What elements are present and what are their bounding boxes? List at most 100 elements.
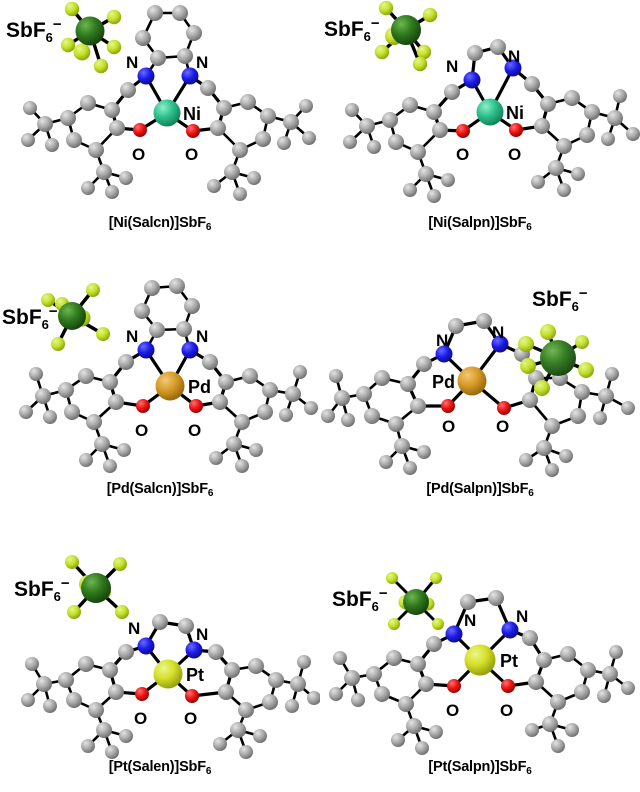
atom-carbon [490, 39, 506, 55]
atom-nitrogen [501, 621, 519, 639]
atom-metal-center [457, 366, 487, 396]
atom-metal-center [153, 99, 181, 127]
panel-ni-salcn: SbF6− [0, 0, 320, 233]
atom-carbon [152, 614, 168, 630]
label-oxygen-left: O [134, 709, 147, 728]
anion-sbf6 [518, 324, 594, 396]
caption-pd-salcn: [Pd(Salcn)]SbF6 [106, 481, 214, 499]
atom-carbon [476, 313, 492, 329]
panel-ni-salpn: SbF6− [320, 0, 640, 233]
atom-oxygen [135, 687, 149, 701]
anion-sbf6 [65, 555, 129, 619]
atom-nitrogen [137, 341, 155, 359]
label-metal: Pt [500, 651, 518, 671]
atom-oxygen [185, 689, 199, 703]
structure-pd-salcn: SbF6− [2, 278, 318, 473]
anion-sbf6 [386, 572, 444, 630]
caption-pd-salpn: [Pd(Salpn)]SbF6 [426, 481, 534, 499]
atom-oxygen [186, 124, 200, 138]
atom-oxygen [441, 399, 455, 413]
panel-pd-salcn: SbF6− [0, 266, 320, 499]
atom-carbon [178, 618, 194, 634]
atom-metal-center [476, 98, 504, 126]
atoms-left-ring [19, 354, 134, 473]
atoms-right-ring [522, 630, 635, 753]
atom-carbon [467, 45, 483, 61]
anion-sbf6 [374, 0, 438, 72]
structure-pd-salpn: SbF6− N N O O Pd [321, 285, 635, 477]
anion-label: SbF6− [6, 16, 62, 45]
label-nitrogen-left: N [126, 53, 138, 72]
bonds-backbone [140, 284, 194, 352]
label-metal: Pd [188, 377, 211, 397]
label-metal: Ni [506, 103, 524, 123]
atom-nitrogen [137, 67, 155, 85]
label-metal: Pd [432, 372, 455, 392]
atoms-right-ring [524, 76, 640, 197]
atom-carbon [488, 590, 504, 606]
atom-carbon [460, 594, 476, 610]
label-oxygen-right: O [185, 145, 198, 164]
label-nitrogen-right: N [196, 327, 208, 346]
label-nitrogen-left: N [446, 57, 458, 76]
atom-oxygen [509, 123, 523, 137]
structure-pt-salpn: SbF6− [329, 572, 635, 755]
anion-label: SbF6− [324, 15, 380, 44]
atom-metal-center [155, 371, 185, 401]
anion-sbf6 [41, 283, 110, 351]
label-oxygen-right: O [500, 701, 513, 720]
label-nitrogen-left: N [464, 611, 476, 630]
label-oxygen-right: O [496, 417, 509, 436]
atom-nitrogen [504, 59, 522, 77]
atom-nitrogen [185, 641, 203, 659]
atom-carbon [448, 318, 464, 334]
caption-pt-salen: [Pt(Salen)]SbF6 [108, 759, 212, 777]
panel-pd-salpn: SbF6− N N O O Pd [Pd(Salpn)]SbF6 [320, 266, 640, 499]
label-oxygen-left: O [132, 145, 145, 164]
atom-nitrogen [181, 67, 199, 85]
label-oxygen-right: O [508, 145, 521, 164]
atoms-left-ring [343, 84, 460, 203]
structure-ni-salpn: SbF6− [324, 0, 640, 203]
label-nitrogen-left: N [128, 619, 140, 638]
structure-pt-salen: SbF6− [14, 555, 320, 759]
anion-label: SbF6− [332, 585, 388, 614]
atoms-left-ring [21, 82, 136, 199]
atom-metal-center [464, 644, 496, 676]
atoms-backbone [134, 278, 200, 338]
atoms-right-ring [208, 644, 320, 759]
caption-ni-salpn: [Ni(Salpn)]SbF6 [428, 215, 532, 233]
atom-metal-center [153, 659, 183, 689]
label-oxygen-left: O [456, 145, 469, 164]
atom-nitrogen [445, 625, 463, 643]
atoms-right-ring [200, 80, 316, 201]
atom-oxygen [136, 399, 150, 413]
atom-oxygen [133, 123, 147, 137]
label-metal: Pt [186, 665, 204, 685]
caption-ni-salcn: [Ni(Salcn)]SbF6 [108, 215, 212, 233]
atom-oxygen [447, 679, 461, 693]
atoms-right-ring [202, 354, 318, 473]
panel-pt-salpn: SbF6− [320, 534, 640, 777]
atom-oxygen [501, 679, 515, 693]
bonds-backbone [141, 11, 196, 78]
anion-label: SbF6− [2, 303, 58, 332]
caption-pt-salpn: [Pt(Salpn)]SbF6 [428, 759, 532, 777]
label-nitrogen-right: N [196, 625, 208, 644]
anion-sbf6 [60, 1, 122, 74]
atoms-left-ring [329, 636, 443, 755]
atom-oxygen [456, 124, 470, 138]
atoms-right-ring [514, 346, 635, 477]
label-oxygen-left: O [135, 421, 148, 440]
atom-oxygen [189, 399, 203, 413]
label-nitrogen-right: N [516, 607, 528, 626]
atom-nitrogen [435, 345, 453, 363]
atoms-left-ring [321, 356, 432, 475]
atom-nitrogen [137, 637, 155, 655]
label-metal: Ni [183, 104, 201, 124]
atom-nitrogen [463, 71, 481, 89]
label-nitrogen-right: N [196, 53, 208, 72]
panel-pt-salen: SbF6− [0, 534, 320, 777]
atom-nitrogen [181, 341, 199, 359]
